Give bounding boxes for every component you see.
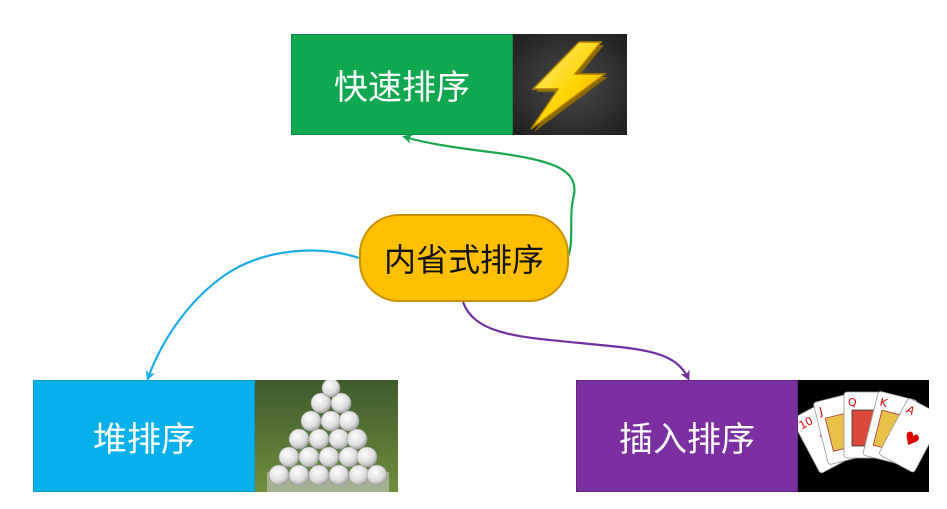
insertion-sort-node: 插入排序 xyxy=(576,380,798,492)
introsort-center-node: 内省式排序 xyxy=(359,214,569,302)
svg-text:J: J xyxy=(817,405,824,419)
heap-sort-label: 堆排序 xyxy=(93,419,195,460)
golf-ball-pyramid-image xyxy=(255,380,398,492)
insertion-sort-label: 插入排序 xyxy=(619,419,755,460)
quick-sort-label: 快速排序 xyxy=(334,68,470,108)
quick-sort-node: 快速排序 xyxy=(291,34,513,135)
svg-text:K: K xyxy=(878,396,889,411)
heap-sort-node: 堆排序 xyxy=(33,380,255,492)
svg-text:Q: Q xyxy=(848,396,857,409)
arrow-to-insertion-sort xyxy=(461,301,690,381)
playing-cards-image: 10 ♥ J Q K A ♥ xyxy=(798,380,929,492)
arrow-to-heap-sort xyxy=(145,249,360,381)
arrow-to-quick-sort xyxy=(402,134,576,259)
lightning-bolt-icon xyxy=(513,34,627,135)
introsort-label: 内省式排序 xyxy=(383,241,544,279)
svg-text:10: 10 xyxy=(798,414,815,432)
